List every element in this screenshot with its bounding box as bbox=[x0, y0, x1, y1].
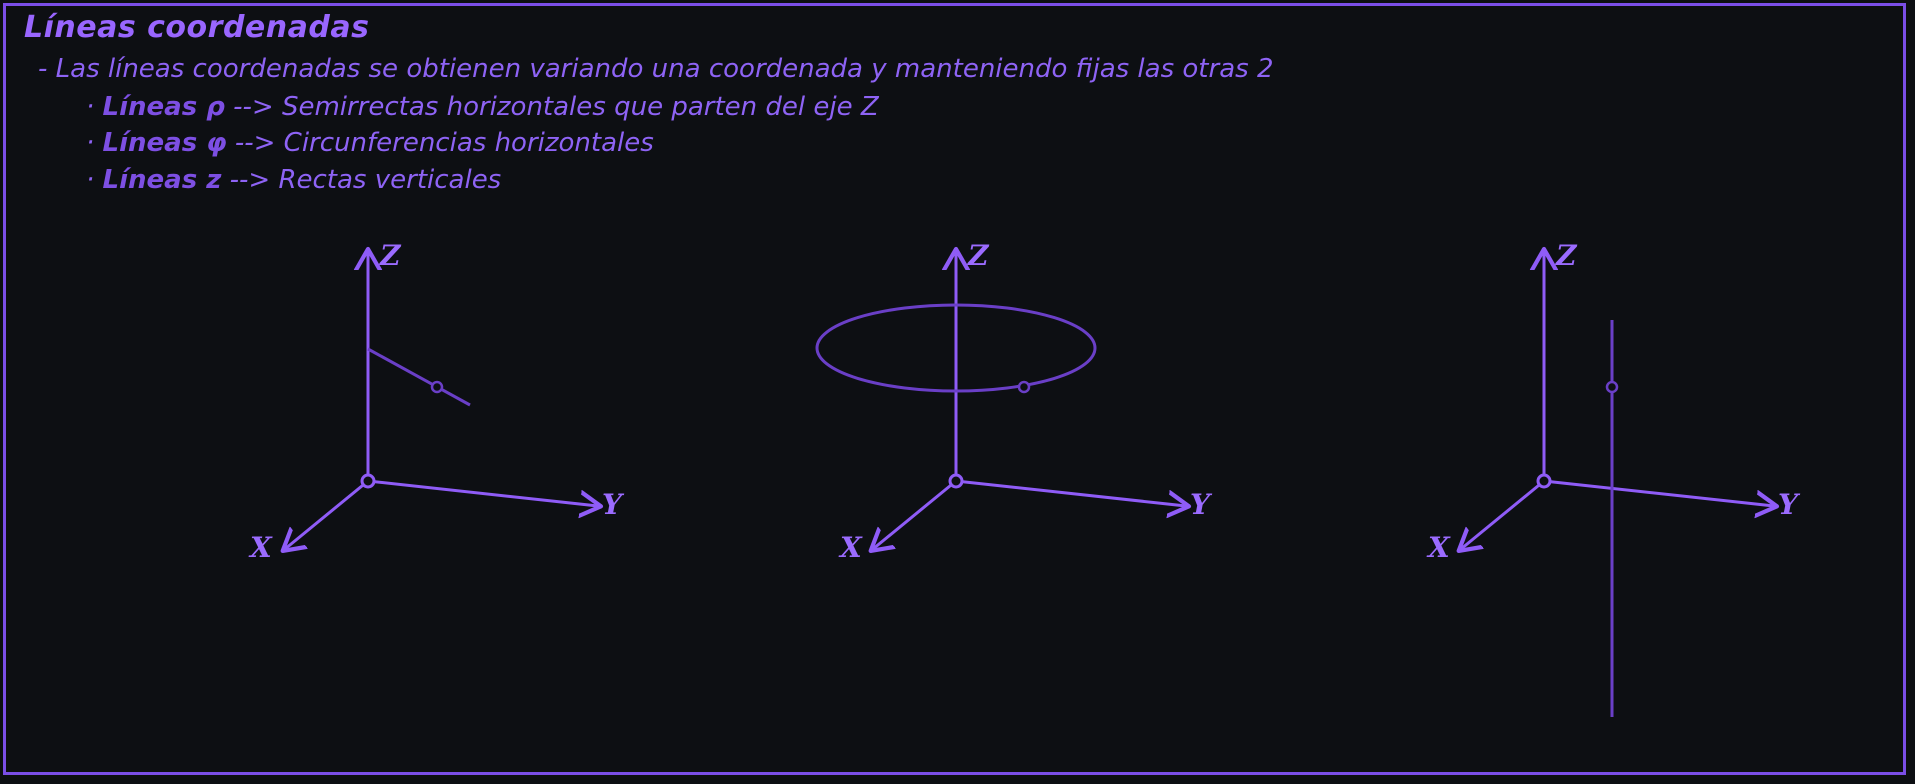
bullet-arrow: --> bbox=[233, 92, 274, 122]
intro-text: Las líneas coordenadas se obtienen varia… bbox=[55, 54, 1274, 84]
bullet-arrow: --> bbox=[229, 165, 271, 195]
phi-circle bbox=[815, 303, 1097, 393]
point-on-z-line bbox=[1605, 380, 1619, 394]
z-axis-label: Z bbox=[967, 239, 990, 272]
bullet-marker: · bbox=[86, 128, 95, 158]
y-axis-label: Y bbox=[1190, 488, 1213, 521]
x-axis-label: X bbox=[838, 531, 863, 564]
bullet-description: Rectas verticales bbox=[278, 165, 502, 195]
bullet-z: · Líneas z --> Rectas verticales bbox=[86, 165, 501, 195]
bullet-term: Líneas z bbox=[102, 165, 222, 195]
page-title: Líneas coordenadas bbox=[24, 10, 370, 45]
bullet-description: Circunferencias horizontales bbox=[283, 128, 654, 158]
panel-z-lines: Z Y X bbox=[1426, 239, 1801, 717]
intro-line: - Las líneas coordenadas se obtienen var… bbox=[38, 54, 1273, 84]
panel-phi-lines: Z Y X bbox=[815, 239, 1213, 564]
x-axis-line bbox=[285, 479, 369, 549]
bullet-term: Líneas ρ bbox=[102, 92, 225, 122]
bullet-phi: · Líneas φ --> Circunferencias horizonta… bbox=[86, 128, 654, 158]
bullet-rho: · Líneas ρ --> Semirrectas horizontales … bbox=[86, 92, 879, 122]
content-frame bbox=[3, 3, 1906, 775]
x-axis-label: X bbox=[1426, 531, 1451, 564]
bullet-arrow: --> bbox=[234, 128, 276, 158]
y-axis-line bbox=[955, 479, 1186, 506]
intro-dash: - bbox=[38, 54, 48, 84]
y-axis-line bbox=[367, 479, 598, 506]
x-axis-line bbox=[873, 479, 957, 549]
z-axis-label: Z bbox=[379, 239, 402, 272]
origin-point bbox=[948, 473, 964, 489]
bullet-marker: · bbox=[86, 92, 95, 122]
bullet-term: Líneas φ bbox=[102, 128, 227, 158]
z-axis-label: Z bbox=[1555, 239, 1578, 272]
bullet-marker: · bbox=[86, 165, 95, 195]
x-axis-label: X bbox=[248, 531, 273, 564]
y-axis-label: Y bbox=[1778, 488, 1801, 521]
axes-phi: Z Y X bbox=[838, 239, 1213, 564]
rho-line bbox=[367, 347, 471, 407]
bullet-description: Semirrectas horizontales que parten del … bbox=[281, 92, 879, 122]
y-axis-line bbox=[1543, 479, 1774, 506]
point-on-phi-circle bbox=[1017, 380, 1031, 394]
point-on-rho-line bbox=[430, 380, 444, 394]
panel-rho-lines: Z Y X bbox=[248, 239, 625, 564]
axes-rho: Z Y X bbox=[248, 239, 625, 564]
x-axis-line bbox=[1461, 479, 1545, 549]
axes-z: Z Y X bbox=[1426, 239, 1801, 564]
origin-point bbox=[360, 473, 376, 489]
origin-point bbox=[1536, 473, 1552, 489]
y-axis-label: Y bbox=[602, 488, 625, 521]
